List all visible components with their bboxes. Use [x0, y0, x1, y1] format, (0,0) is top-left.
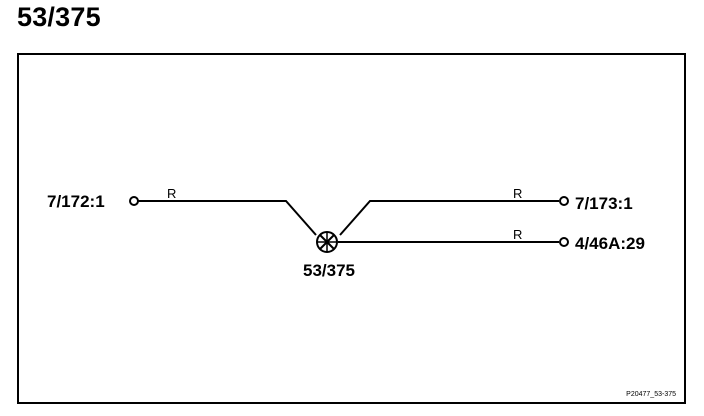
- left-terminal-label: 7/172:1: [47, 192, 105, 211]
- upper-right-terminal-connector: [559, 196, 569, 206]
- diagram-frame: [17, 53, 686, 404]
- upper-right-wire: [339, 200, 559, 236]
- reference-code: P20477_53-375: [626, 391, 676, 398]
- lower-right-wire-marker: R: [513, 227, 522, 242]
- upper-right-wire-marker: R: [513, 186, 522, 201]
- lower-right-terminal-label: 4/46A:29: [575, 234, 645, 253]
- upper-right-terminal-label: 7/173:1: [575, 194, 633, 213]
- splice-node-icon: [316, 231, 338, 253]
- left-terminal-connector: [129, 196, 139, 206]
- center-node-label: 53/375: [303, 261, 355, 280]
- left-wire: [138, 200, 317, 236]
- lower-right-terminal-connector: [559, 237, 569, 247]
- left-wire-marker: R: [167, 186, 176, 201]
- page-title: 53/375: [17, 2, 101, 32]
